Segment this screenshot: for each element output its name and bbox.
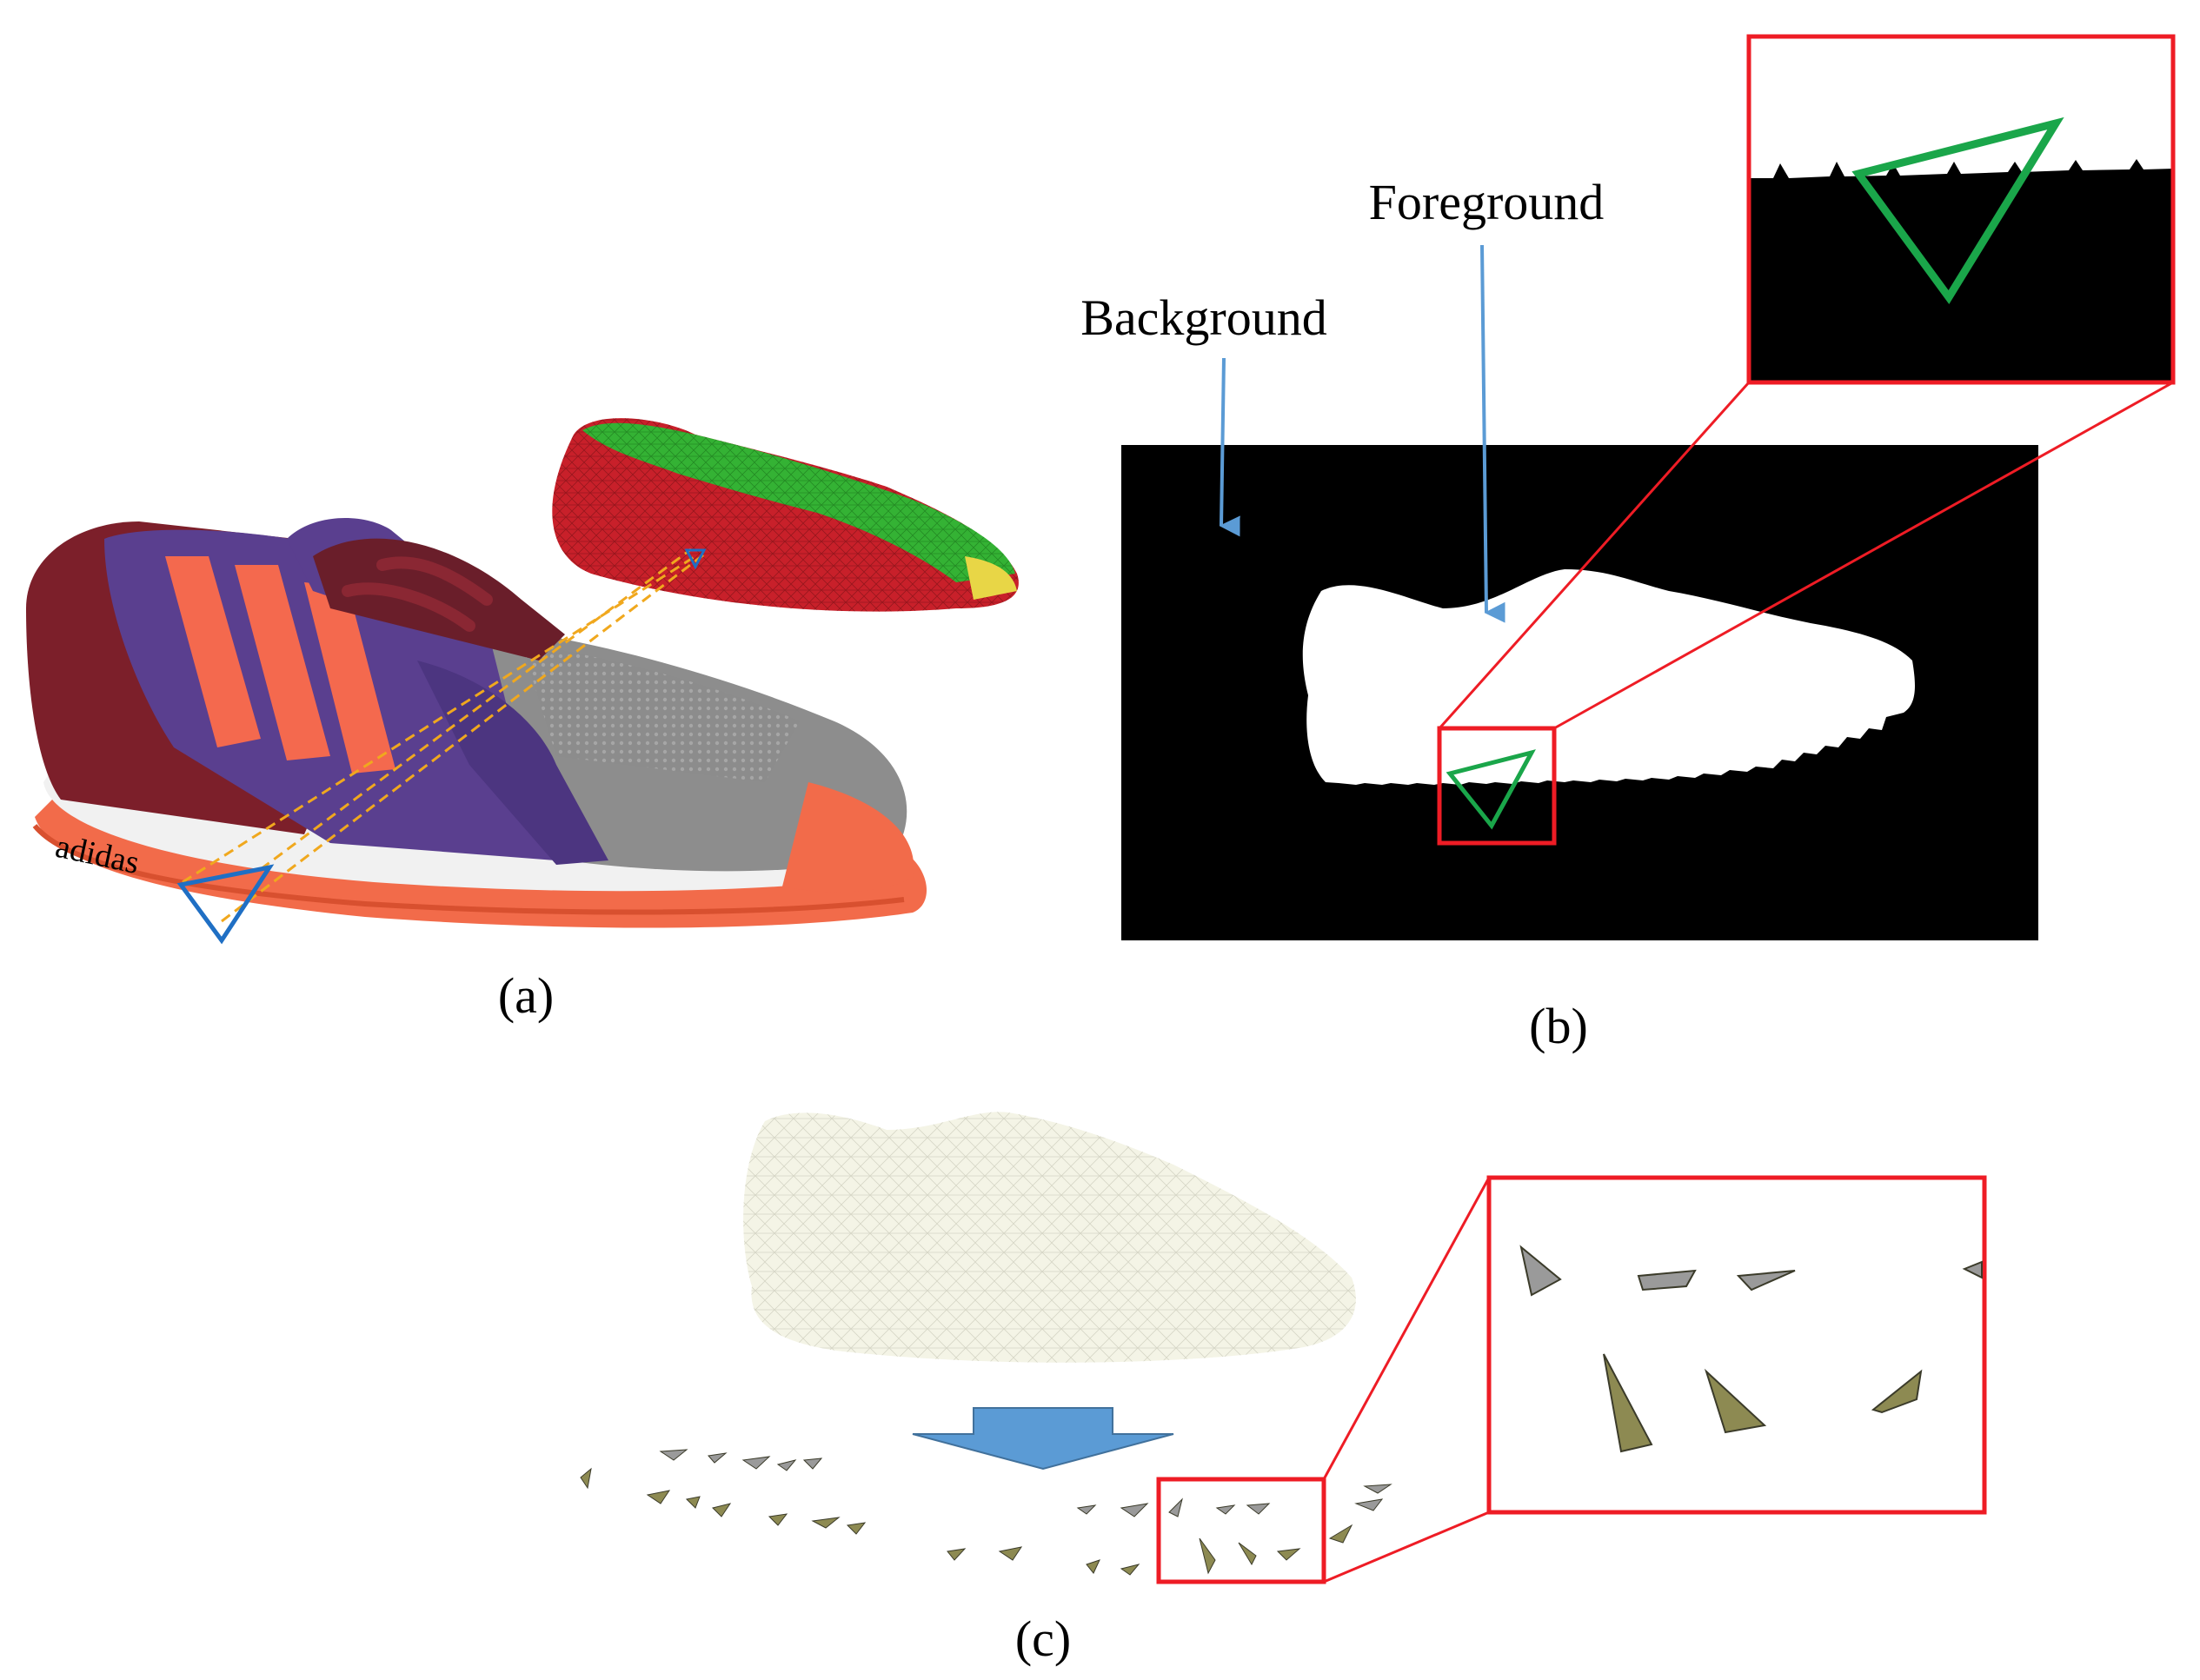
projected-triangle bbox=[684, 548, 707, 570]
mask-zoom-inset bbox=[1746, 34, 2176, 385]
label-foreground: Foreground bbox=[1369, 174, 1605, 230]
projection-lines bbox=[182, 548, 705, 923]
zoom-triangle bbox=[1851, 116, 2064, 305]
source-triangle bbox=[176, 864, 275, 945]
shoe-mesh bbox=[552, 418, 1019, 612]
fragment-highlight-box bbox=[1156, 1477, 1326, 1584]
label-background: Background bbox=[1080, 289, 1327, 346]
down-arrow bbox=[912, 1407, 1174, 1471]
mask-triangle bbox=[1446, 749, 1536, 830]
caption-b: (b) bbox=[1529, 998, 1588, 1054]
mask-foreground bbox=[1302, 569, 1915, 785]
mask-highlight-box bbox=[1437, 726, 1557, 846]
shoe-photo: adidas bbox=[26, 518, 927, 928]
panel-a: adidas (a) bbox=[26, 418, 1019, 1024]
panel-c: (c) bbox=[580, 1112, 1987, 1667]
panel-b: Background Foreground (b) bbox=[1080, 34, 2176, 1054]
fragment-zoom-inset bbox=[1486, 1175, 1987, 1515]
caption-a: (a) bbox=[498, 967, 554, 1024]
mesh-fragments bbox=[580, 1449, 1392, 1576]
faint-mesh-shoe bbox=[743, 1112, 1356, 1363]
caption-c: (c) bbox=[1015, 1610, 1071, 1667]
arrow-foreground bbox=[1480, 244, 1505, 623]
arrow-background bbox=[1219, 357, 1240, 537]
